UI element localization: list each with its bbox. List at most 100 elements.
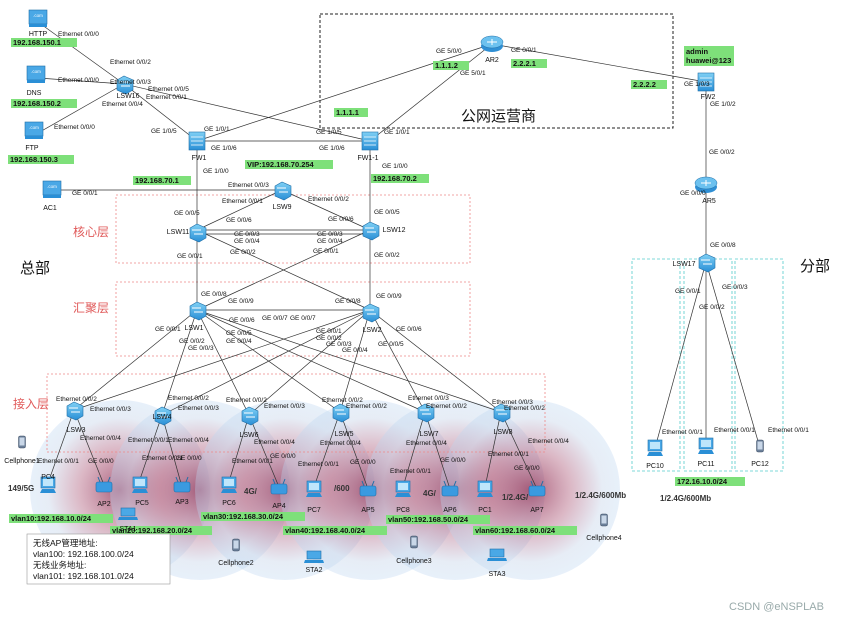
http-server[interactable] (28, 9, 48, 28)
dns-server[interactable] (26, 65, 46, 84)
lsw6-switch[interactable] (241, 406, 259, 426)
lsw8-label: LSW8 (493, 429, 512, 436)
lsw17-switch[interactable] (698, 253, 716, 273)
vlan60-label: vlan60:192.168.60.0/24 (475, 526, 556, 535)
fw1-1-firewall[interactable] (361, 131, 379, 151)
ar2-left-ip: 1.1.1.2 (435, 61, 458, 70)
port-label: Ethernet 0/0/1 (142, 455, 183, 462)
port-label: GE 0/0/2 (230, 249, 256, 256)
port-label: GE 0/0/9 (376, 293, 402, 300)
wifi-rate-left: 149/5G (8, 484, 34, 493)
port-label: GE 0/0/5 (378, 341, 404, 348)
lsw11-switch[interactable] (189, 223, 207, 243)
lsw9-switch[interactable] (274, 181, 292, 201)
ac1-controller[interactable] (42, 180, 62, 199)
lsw6-label: LSW6 (239, 432, 258, 439)
pc7[interactable] (305, 480, 323, 498)
cellphone1[interactable] (18, 435, 26, 449)
port-label: GE 0/0/9 (228, 298, 254, 305)
port-label: Ethernet 0/0/3 (110, 79, 151, 86)
ftp-server[interactable] (24, 121, 44, 140)
sta2-label: STA2 (306, 567, 323, 574)
ap3-label: AP3 (175, 499, 188, 506)
wireless-note-line4: vlan101: 192.168.101.0/24 (33, 571, 134, 581)
ar5-label: AR5 (702, 198, 716, 205)
branch-network: 172.16.10.0/24 (677, 477, 728, 486)
wireless-note-box (26, 533, 171, 585)
branch-title: 分部 (800, 258, 830, 275)
vlan20-label: vlan20:192.168.20.0/24 (112, 526, 193, 535)
pc11[interactable] (697, 437, 715, 455)
port-label: GE 0/0/0 (176, 455, 202, 462)
port-label: Ethernet 0/0/1 (662, 429, 703, 436)
port-label: Ethernet 0/0/2 (426, 403, 467, 410)
port-label: GE 0/0/2 (709, 149, 735, 156)
port-label: GE 0/0/1 (511, 47, 537, 54)
port-label: Ethernet 0/0/2 (322, 397, 363, 404)
http-ip: 192.168.150.1 (13, 38, 61, 47)
lsw1-switch[interactable] (189, 301, 207, 321)
cellphone4[interactable] (600, 513, 608, 527)
port-label: GE 0/0/1 (313, 248, 339, 255)
aggregation-layer-title: 汇聚层 (73, 301, 109, 315)
port-label: GE 0/0/1 (72, 190, 98, 197)
cellphone2[interactable] (232, 538, 240, 552)
lsw2-label: LSW2 (362, 327, 381, 334)
port-label: GE 0/0/0 (514, 465, 540, 472)
lsw2-switch[interactable] (362, 303, 380, 323)
pc8[interactable] (394, 480, 412, 498)
port-label: GE 1/0/3 (684, 81, 710, 88)
cellphone3[interactable] (410, 535, 418, 549)
port-label: Ethernet 0/0/4 (528, 438, 569, 445)
port-label: GE 0/0/1 (675, 288, 701, 295)
port-label: Ethernet 0/0/4 (254, 439, 295, 446)
port-label: GE 1/0/5 (316, 129, 342, 136)
lsw7-label: LSW7 (419, 431, 438, 438)
cellphone4-label: Cellphone4 (586, 535, 622, 542)
vlan50-label: vlan50:192.168.50.0/24 (388, 515, 469, 524)
port-label: Ethernet 0/0/3 (264, 403, 305, 410)
dns-ip: 192.168.150.2 (13, 99, 61, 108)
port-label: GE 1/0/0 (382, 163, 408, 170)
sta2[interactable] (303, 550, 325, 564)
port-label: Ethernet 0/0/1 (38, 458, 79, 465)
links (37, 21, 761, 490)
lsw17-label: LSW17 (673, 261, 696, 268)
ar2-label: AR2 (485, 57, 499, 64)
port-label: GE 0/0/5 (174, 210, 200, 217)
fw2-label: FW2 (701, 94, 716, 101)
port-label: Ethernet 0/0/4 (320, 440, 361, 447)
port-label: GE 1/0/1 (204, 126, 230, 133)
port-label: GE 0/0/3 (234, 231, 260, 238)
pc1[interactable] (476, 480, 494, 498)
fw1-firewall[interactable] (188, 131, 206, 151)
pc7-label: PC7 (307, 507, 321, 514)
port-label: GE 0/0/1 (316, 328, 342, 335)
ar2-router[interactable] (480, 35, 504, 53)
port-label: Ethernet 0/0/4 (168, 437, 209, 444)
pc12[interactable] (756, 439, 764, 453)
port-label: Ethernet 0/0/0 (54, 124, 95, 131)
port-label: GE 0/0/8 (335, 298, 361, 305)
lsw12-switch[interactable] (362, 221, 380, 241)
port-label: GE 0/0/3 (188, 345, 214, 352)
pc6[interactable] (220, 476, 238, 494)
vip-ip: VIP:192.168.70.254 (247, 160, 315, 169)
pc10[interactable] (646, 439, 664, 457)
pc5[interactable] (131, 476, 149, 494)
sta3[interactable] (486, 548, 508, 562)
watermark: CSDN @eNSPLAB (729, 601, 824, 613)
pc11-label: PC11 (698, 461, 715, 468)
port-label: Ethernet 0/0/1 (768, 427, 809, 434)
hq-title: 总部 (20, 260, 50, 277)
port-label: Ethernet 0/0/2 (504, 405, 545, 412)
ac1-label: AC1 (43, 205, 57, 212)
lsw4-label: LSW4 (152, 414, 171, 421)
port-label: GE 0/0/3 (326, 341, 352, 348)
lsw3-switch[interactable] (66, 401, 84, 421)
vlan40-label: vlan40:192.168.40.0/24 (285, 526, 366, 535)
fw-public-ip: 1.1.1.1 (336, 108, 359, 117)
sta1[interactable] (117, 507, 139, 521)
wifi-rate-partial-4: 1/2.4G/ (502, 493, 529, 502)
port-label: Ethernet 0/0/1 (128, 437, 169, 444)
